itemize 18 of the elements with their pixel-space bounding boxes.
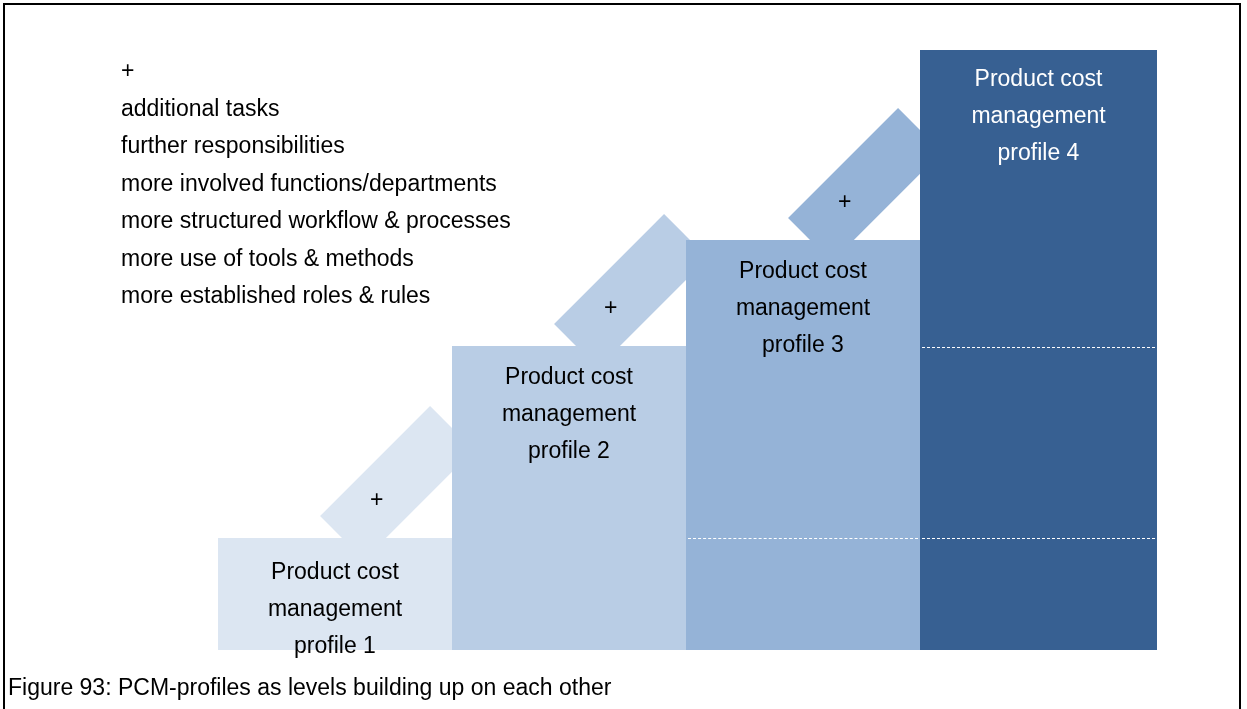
edge-label: + bbox=[370, 486, 384, 513]
level-title: Product cost management profile 1 bbox=[266, 557, 404, 660]
note-text: additional tasks bbox=[121, 93, 280, 123]
note-text: more structured workflow & processes bbox=[121, 206, 511, 235]
level-block bbox=[920, 50, 1157, 650]
note-text: further responsibilities bbox=[121, 131, 345, 160]
note-text: more involved functions/departments bbox=[121, 168, 497, 198]
level-block bbox=[452, 346, 686, 650]
edge-label: + bbox=[604, 294, 618, 321]
level-title: Product cost management profile 4 bbox=[970, 64, 1107, 167]
note-text: more established roles & rules bbox=[121, 281, 431, 310]
level-title: Product cost management profile 3 bbox=[734, 256, 872, 359]
level-block bbox=[686, 240, 920, 650]
figure-caption: Figure 93: PCM-profiles as levels building up on each other bbox=[8, 674, 612, 701]
plus-sign: + bbox=[121, 56, 135, 85]
level-title: Product cost management profile 2 bbox=[500, 362, 638, 465]
edge-label: + bbox=[838, 188, 852, 215]
note-text: more use of tools & methods bbox=[121, 243, 414, 273]
